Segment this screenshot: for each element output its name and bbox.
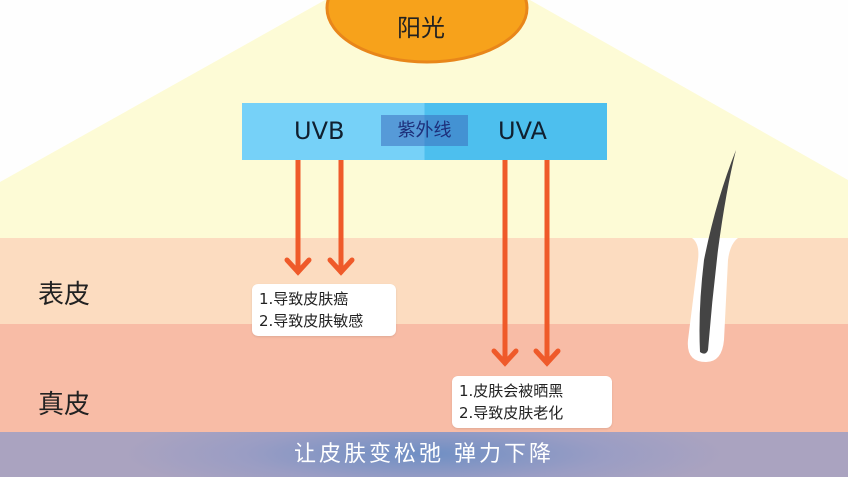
uva-effect-2: 2.导致皮肤老化 xyxy=(459,404,564,422)
uvb-effect-1: 1.导致皮肤癌 xyxy=(259,290,349,308)
uvb-label: UVB xyxy=(294,117,345,145)
dermis-label: 真皮 xyxy=(38,390,91,420)
uv-center-label: 紫外线 xyxy=(381,115,468,146)
uvb-arrows xyxy=(284,157,355,276)
bottom-caption: 让皮肤变松弛 弹力下降 xyxy=(0,432,848,477)
uvb-effects-note: 1.导致皮肤癌 2.导致皮肤敏感 xyxy=(252,284,396,336)
sun-icon xyxy=(325,0,529,64)
epidermis-label: 表皮 xyxy=(38,280,91,310)
uv-bar: UVB 紫外线 UVA xyxy=(242,103,607,160)
uva-arrows xyxy=(491,157,561,367)
sun-label: 阳光 xyxy=(397,14,445,42)
hair-strand-icon xyxy=(699,150,736,354)
uva-label: UVA xyxy=(498,117,547,145)
uva-effect-1: 1.皮肤会被晒黑 xyxy=(459,382,564,400)
uva-effects-note: 1.皮肤会被晒黑 2.导致皮肤老化 xyxy=(452,376,612,428)
uvb-effect-2: 2.导致皮肤敏感 xyxy=(259,312,364,330)
